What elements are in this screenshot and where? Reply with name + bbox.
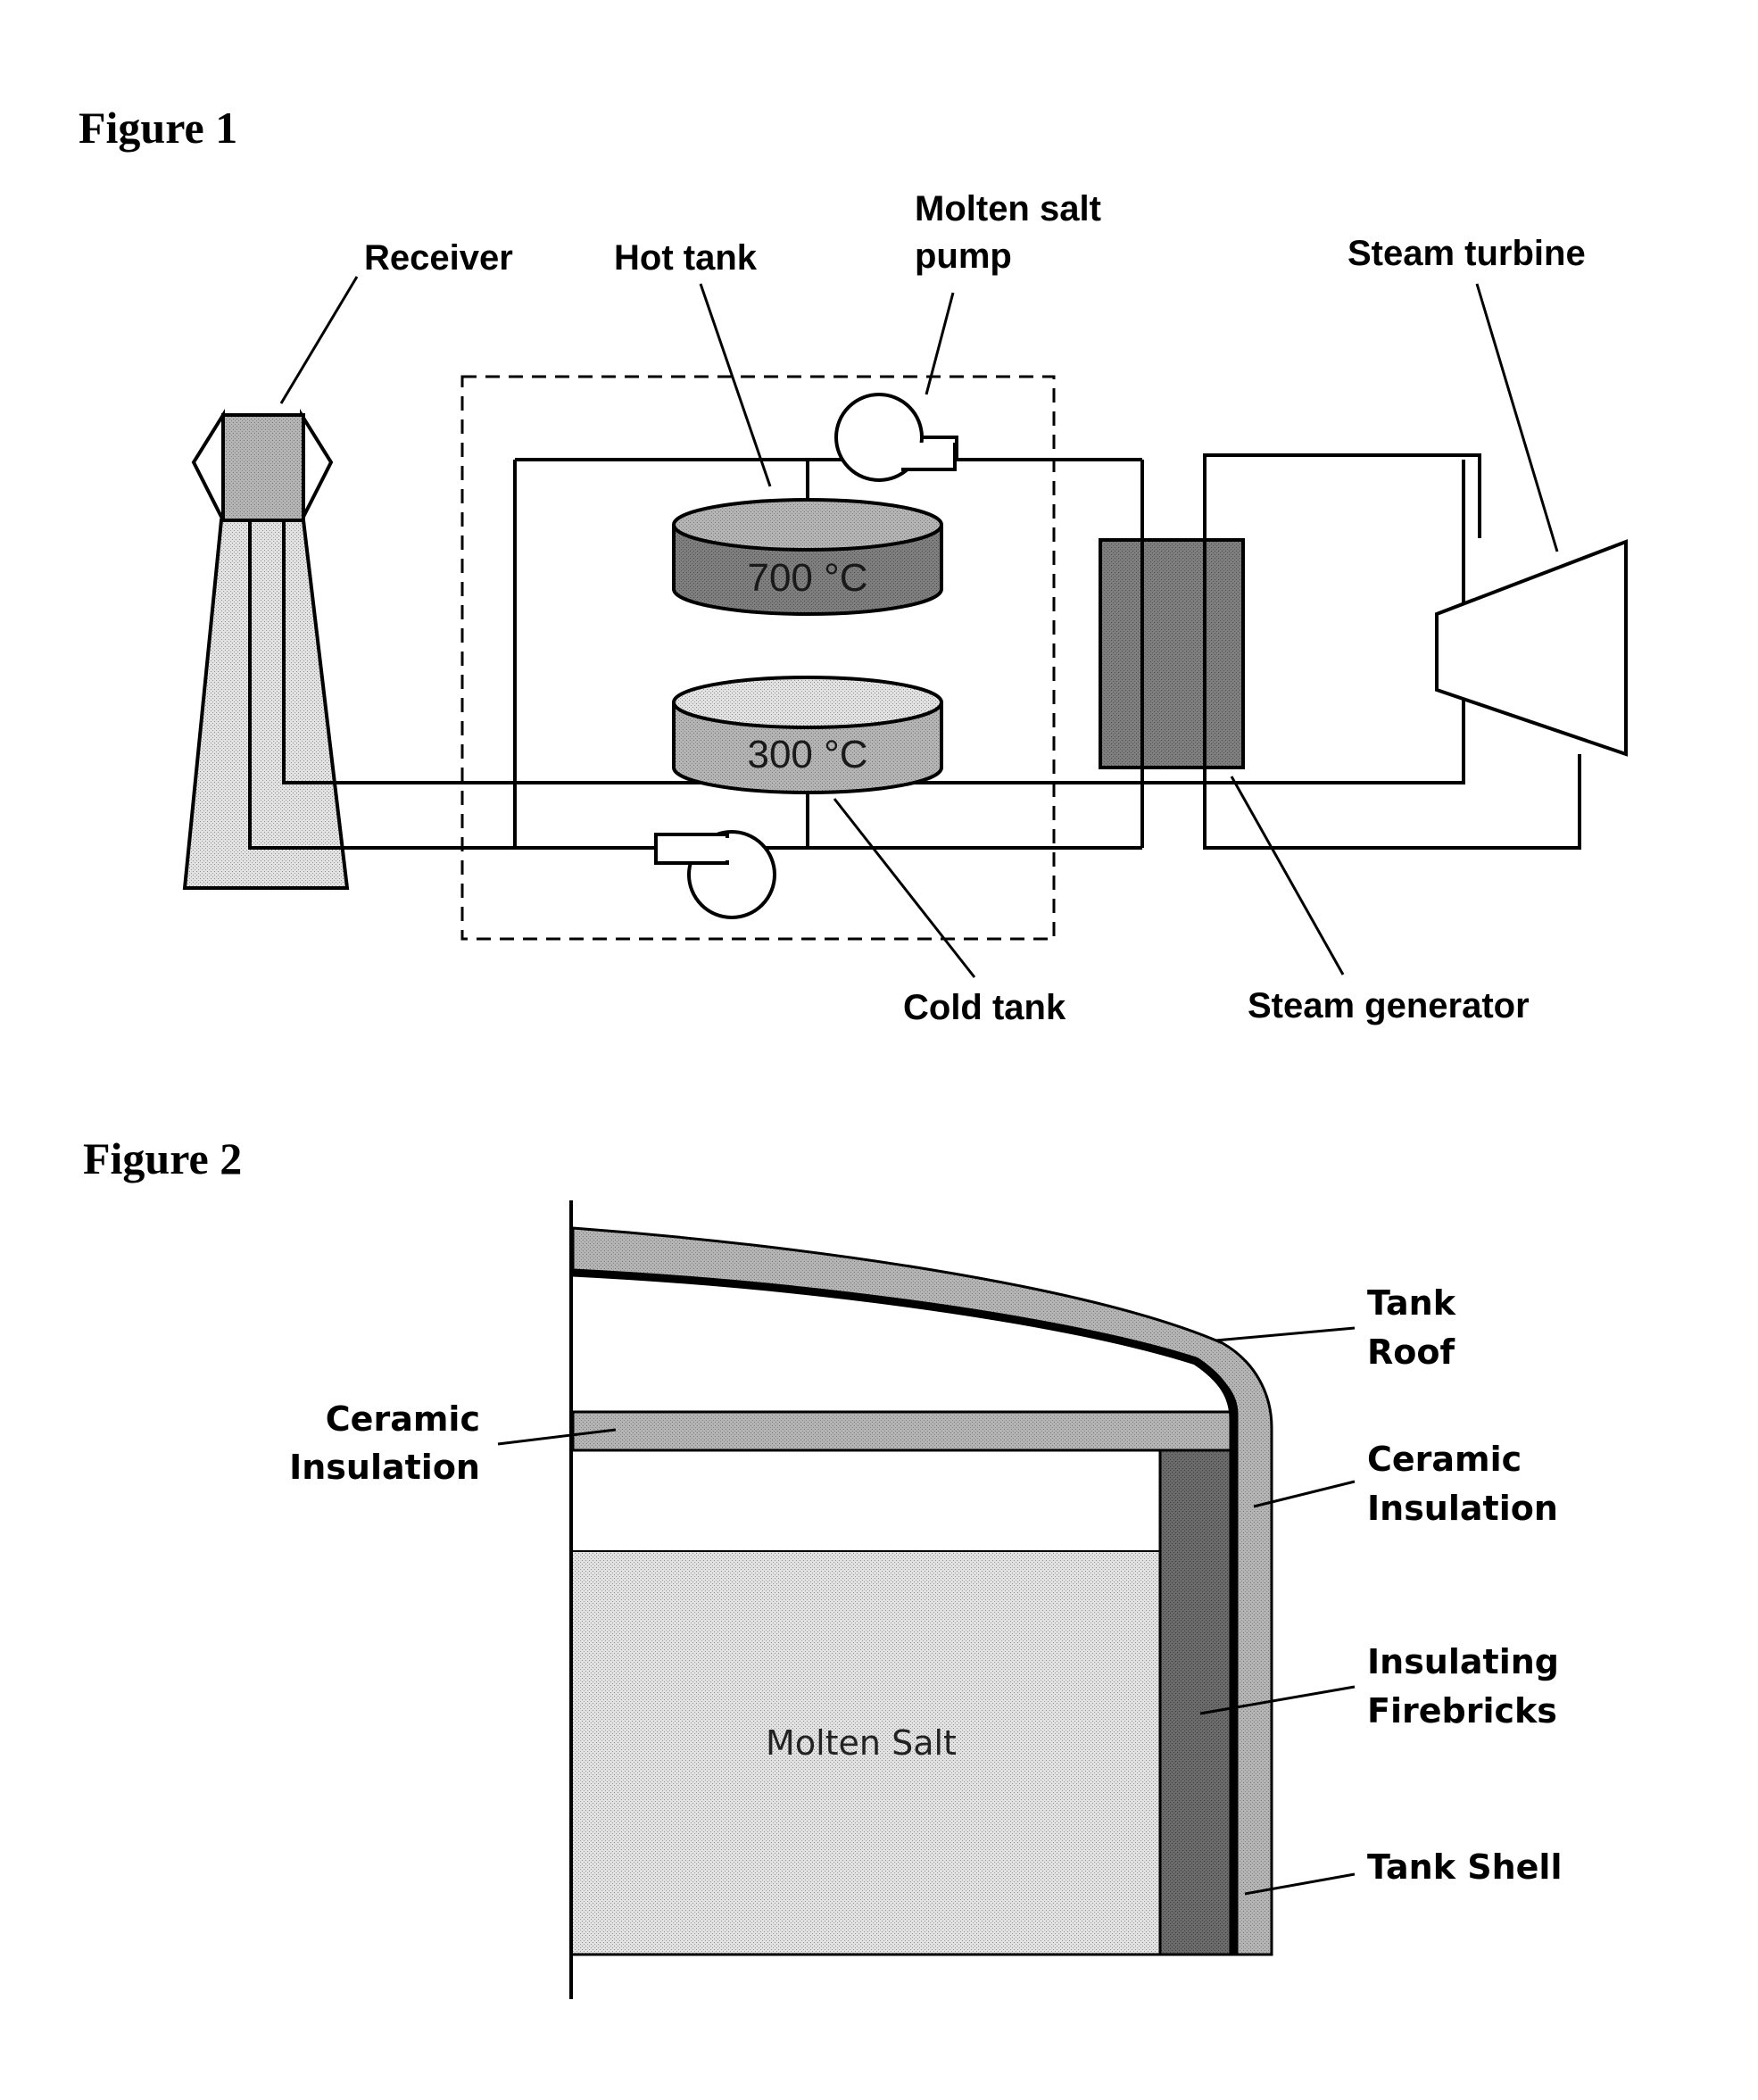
tank-roof-label-line1: Tank bbox=[1367, 1283, 1456, 1323]
receiver-label: Receiver bbox=[364, 238, 513, 278]
cold-tank-temperature: 300 °C bbox=[747, 733, 867, 776]
steam-generator bbox=[1100, 540, 1243, 768]
ceramic-right-label-line2: Insulation bbox=[1367, 1489, 1558, 1528]
firebricks-label-line2: Firebricks bbox=[1367, 1691, 1557, 1731]
insulating-firebricks-wall bbox=[1160, 1450, 1231, 1955]
steam-generator-label: Steam generator bbox=[1248, 986, 1530, 1025]
figure-2: Figure 2 Molten Salt Tank Roof Ceramic I… bbox=[83, 1133, 1562, 1999]
hot-tank: 700 °C bbox=[674, 500, 941, 614]
cold-tank: 300 °C bbox=[674, 677, 941, 793]
pump-leader bbox=[926, 293, 953, 394]
ceramic-left-label-line2: Insulation bbox=[289, 1448, 480, 1487]
steam-generator-leader bbox=[1231, 776, 1343, 975]
tank-shell-label: Tank Shell bbox=[1367, 1847, 1562, 1887]
ceramic-right-label-line1: Ceramic bbox=[1367, 1440, 1522, 1479]
figure-1-title: Figure 1 bbox=[79, 103, 237, 153]
receiver-right-flap bbox=[302, 415, 331, 520]
cold-tank-label: Cold tank bbox=[903, 988, 1066, 1027]
steam-supply-pipe bbox=[1205, 455, 1480, 540]
cold-tank-leader bbox=[834, 799, 974, 977]
tower-body bbox=[185, 520, 347, 888]
steam-turbine-label: Steam turbine bbox=[1348, 234, 1586, 273]
ceramic-insulation-inner-layer bbox=[573, 1412, 1231, 1450]
hot-tank-temperature: 700 °C bbox=[747, 556, 867, 600]
molten-salt-pump-label-line1: Molten salt bbox=[915, 189, 1101, 228]
cold-salt-pump bbox=[656, 832, 775, 917]
water-return-pipe bbox=[1205, 754, 1580, 848]
receiver-leader bbox=[281, 277, 357, 403]
steam-turbine-leader bbox=[1477, 284, 1557, 552]
receiver-left-flap bbox=[194, 415, 223, 520]
tank-roof-leader bbox=[1215, 1328, 1355, 1341]
figure-1: Figure 1 700 °C 300 °C bbox=[79, 103, 1626, 1027]
figure-2-title: Figure 2 bbox=[83, 1133, 242, 1183]
molten-salt-label: Molten Salt bbox=[766, 1723, 957, 1763]
receiver-tower bbox=[185, 415, 1464, 888]
molten-salt-pump-label-line2: pump bbox=[915, 237, 1012, 276]
firebricks-label-line1: Insulating bbox=[1367, 1642, 1559, 1681]
hot-salt-pump bbox=[836, 394, 957, 480]
receiver-head bbox=[223, 415, 303, 520]
hot-tank-label: Hot tank bbox=[614, 238, 758, 278]
hot-tank-leader bbox=[701, 284, 770, 486]
ceramic-left-label-line1: Ceramic bbox=[326, 1399, 480, 1439]
tank-roof-label-line2: Roof bbox=[1367, 1332, 1455, 1372]
